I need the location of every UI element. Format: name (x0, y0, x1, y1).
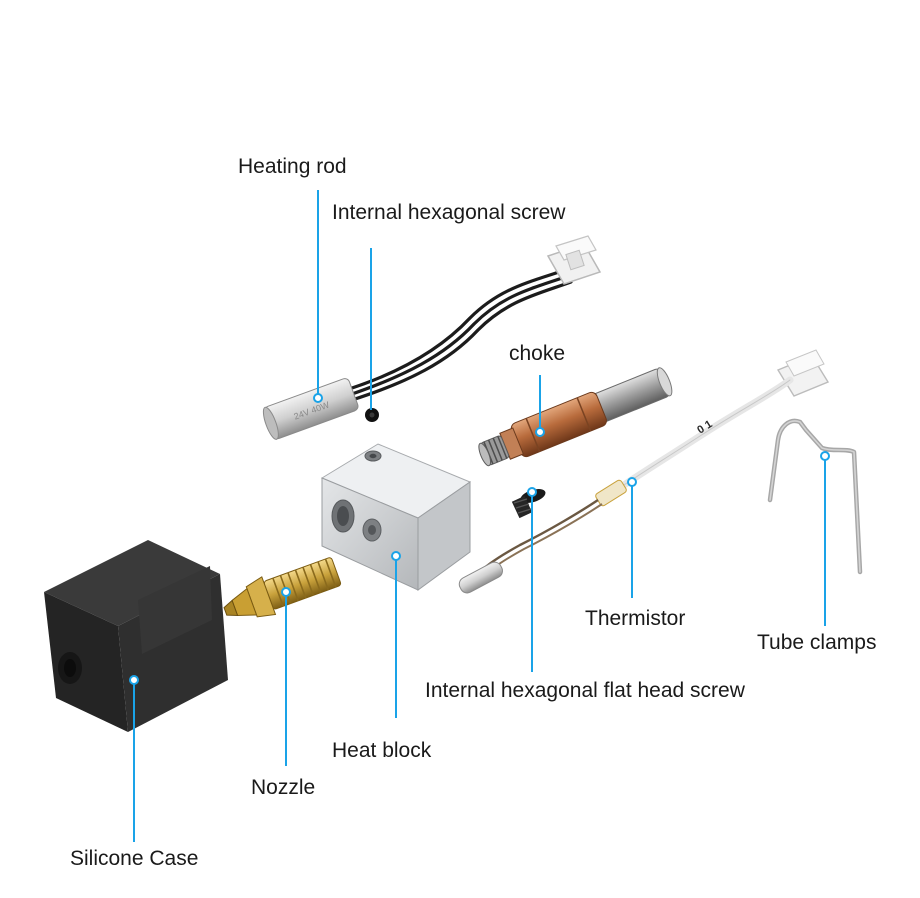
nozzle (223, 557, 342, 618)
heating-rod-cable (350, 268, 573, 402)
choke (478, 367, 673, 467)
label-choke: choke (509, 342, 566, 365)
heating-rod: 24V 40W (262, 235, 602, 440)
tube-clamps (767, 418, 863, 575)
silicone-case (44, 540, 228, 732)
thermistor-probe (458, 561, 503, 594)
label-nozzle: Nozzle (251, 776, 316, 799)
label-thermistor: Thermistor (585, 607, 686, 630)
label-heating-rod: Heating rod (238, 155, 347, 178)
thermistor-connector (776, 349, 830, 397)
heating-rod-connector (546, 235, 602, 285)
leader-lines (133, 190, 826, 842)
label-tube-clamps: Tube clamps (757, 631, 877, 654)
label-heat-block: Heat block (332, 739, 432, 762)
leader-dots (129, 393, 830, 685)
label-flat-head-screw: Internal hexagonal flat head screw (425, 679, 745, 702)
internal-hex-screw (365, 408, 379, 422)
heating-rod-body: 24V 40W (262, 378, 359, 440)
label-internal-hex-screw: Internal hexagonal screw (332, 201, 566, 224)
thermistor-sleeve (595, 479, 627, 507)
label-silicone-case: Silicone Case (70, 847, 199, 870)
heat-block (320, 443, 472, 591)
